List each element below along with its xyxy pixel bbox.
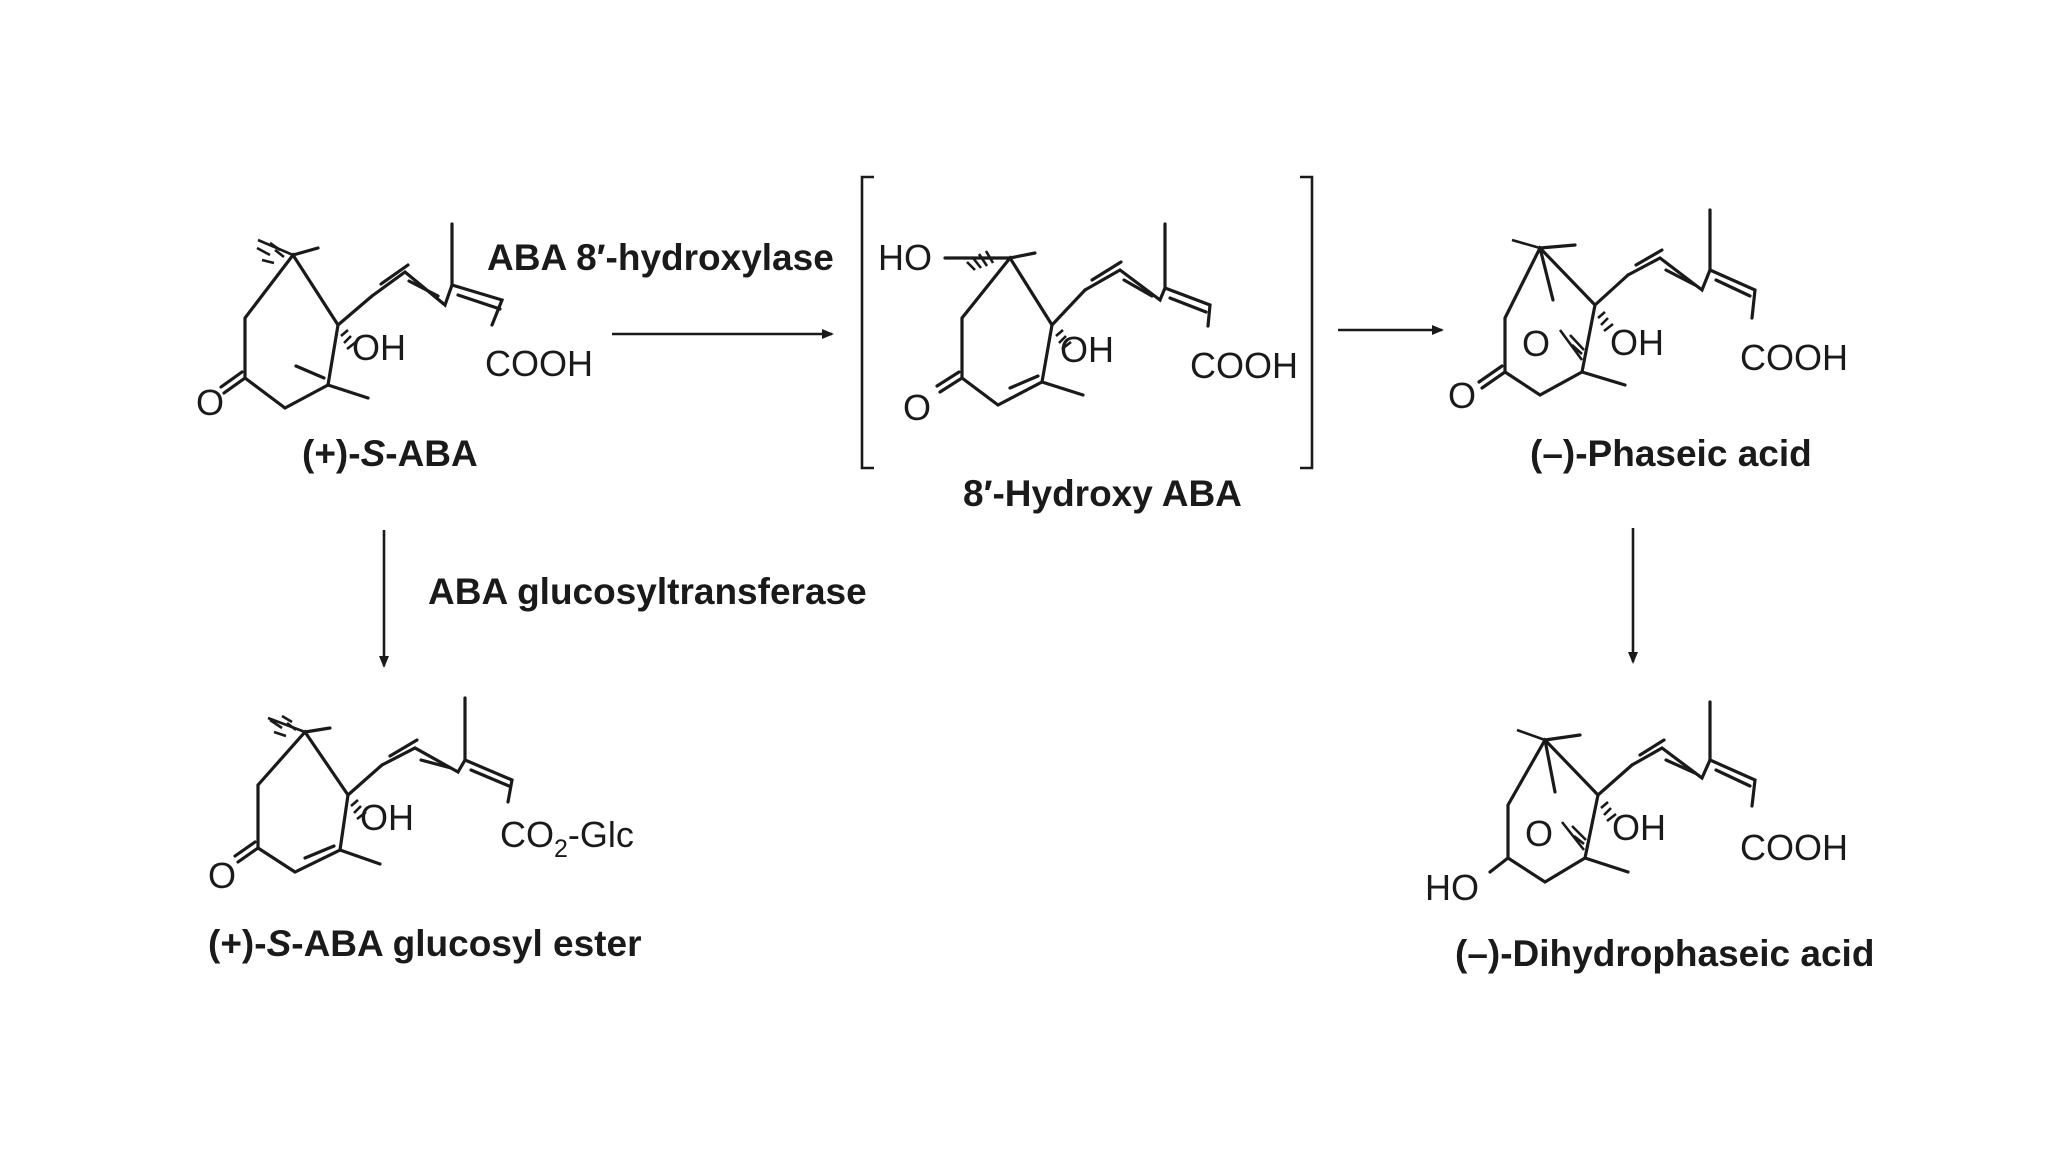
bracket-left	[860, 175, 874, 470]
compound-aba: OH O COOH (+)-S-ABA	[196, 222, 593, 474]
hydroxy-aba-name: 8′-Hydroxy ABA	[963, 473, 1242, 514]
hydroxy-aba-oh: OH	[1060, 329, 1114, 370]
aba-glucosyl-ester-oh: OH	[360, 797, 414, 838]
aba-glucosyl-ester-carboxyl: CO2-Glc	[500, 814, 634, 863]
compound-phaseic-acid: O OH O COOH (–)-Phaseic acid	[1448, 208, 1848, 474]
reaction-arrows	[379, 325, 1638, 668]
phaseic-acid-bridge-o: O	[1522, 323, 1550, 364]
hydroxy-aba-cooh: COOH	[1190, 345, 1298, 386]
aba-cooh: COOH	[485, 343, 593, 384]
compound-hydroxy-aba: HO OH O COOH 8′-Hydroxy ABA	[860, 175, 1314, 514]
phaseic-acid-structure: O OH O COOH	[1448, 208, 1848, 416]
aba-ketone-o: O	[196, 382, 224, 423]
dihydrophaseic-acid-bridge-o: O	[1525, 813, 1553, 854]
hydroxy-aba-structure: HO OH O COOH	[878, 222, 1298, 428]
aba-glucosyl-ester-ketone-o: O	[208, 855, 236, 896]
hydroxy-aba-ho: HO	[878, 237, 932, 278]
aba-structure: OH O COOH	[196, 222, 593, 423]
hydroxy-aba-ketone-o: O	[903, 387, 931, 428]
aba-oh: OH	[352, 327, 406, 368]
phaseic-acid-cooh: COOH	[1740, 337, 1848, 378]
phaseic-acid-oh: OH	[1610, 322, 1664, 363]
aba-name: (+)-S-ABA	[302, 433, 478, 474]
aba-glucosyl-ester-name: (+)-S-ABA glucosyl ester	[208, 923, 641, 964]
dihydrophaseic-acid-cooh: COOH	[1740, 827, 1848, 868]
aba-glucosyl-ester-structure: OH O CO2-Glc	[208, 696, 634, 896]
enzyme-glucosyltransferase-label: ABA glucosyltransferase	[428, 571, 867, 612]
dihydrophaseic-acid-ho: HO	[1425, 867, 1479, 908]
compound-dihydrophaseic-acid: O OH HO COOH (–)-Dihydrophaseic acid	[1425, 700, 1874, 974]
dihydrophaseic-acid-oh: OH	[1612, 807, 1666, 848]
enzyme-hydroxylase-label: ABA 8′-hydroxylase	[487, 237, 834, 278]
compound-aba-glucosyl-ester: OH O CO2-Glc (+)-S-ABA glucosyl ester	[208, 696, 641, 964]
phaseic-acid-ketone-o: O	[1448, 375, 1476, 416]
phaseic-acid-name: (–)-Phaseic acid	[1530, 433, 1812, 474]
dihydrophaseic-acid-structure: O OH HO COOH	[1425, 700, 1848, 908]
bracket-right	[1300, 175, 1314, 470]
dihydrophaseic-acid-name: (–)-Dihydrophaseic acid	[1455, 933, 1874, 974]
